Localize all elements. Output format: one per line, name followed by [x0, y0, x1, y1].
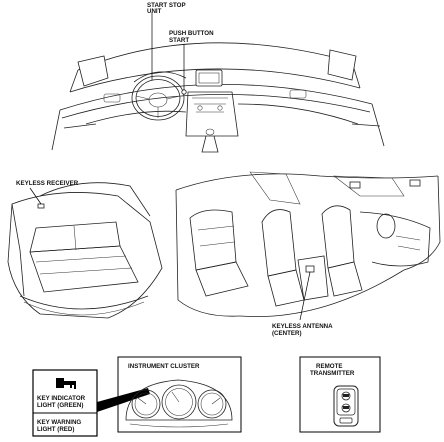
keyless-antenna-label-line2: (CENTER): [272, 330, 302, 337]
start-stop-unit-label: START STOP: [147, 2, 186, 9]
remote-transmitter-label: REMOTE: [316, 363, 342, 370]
remote-transmitter-panel: REMOTE TRANSMITTER: [299, 356, 381, 433]
cargo-area-illustration: KEYLESS RECEIVER: [7, 180, 163, 319]
keyless-receiver-label: KEYLESS RECEIVER: [16, 180, 79, 187]
key-warning-label-line2: LIGHT (RED): [37, 426, 74, 433]
indicator-legend: KEY INDICATOR LIGHT (GREEN) KEY WARNING …: [32, 369, 150, 437]
key-fob-icon: [333, 385, 359, 427]
key-indicator-label: KEY INDICATOR: [37, 395, 86, 402]
instrument-cluster-panel: INSTRUMENT CLUSTER: [117, 356, 242, 433]
instrument-cluster-label: INSTRUMENT CLUSTER: [128, 363, 200, 370]
push-button-start-label-line2: START: [169, 37, 189, 44]
remote-transmitter-label-line2: TRANSMITTER: [310, 370, 355, 377]
keyless-antenna-label: KEYLESS ANTENNA: [272, 323, 333, 330]
dashboard-illustration: START STOP UNIT PUSH BUTTON START: [51, 2, 385, 153]
key-warning-label: KEY WARNING: [37, 419, 81, 426]
key-indicator-label-line2: LIGHT (GREEN): [37, 402, 83, 409]
key-icon: [56, 378, 76, 389]
push-button-start-label: PUSH BUTTON: [169, 30, 214, 37]
interior-illustration: KEYLESS ANTENNA (CENTER): [175, 171, 441, 337]
start-stop-unit-label-line2: UNIT: [147, 8, 162, 15]
